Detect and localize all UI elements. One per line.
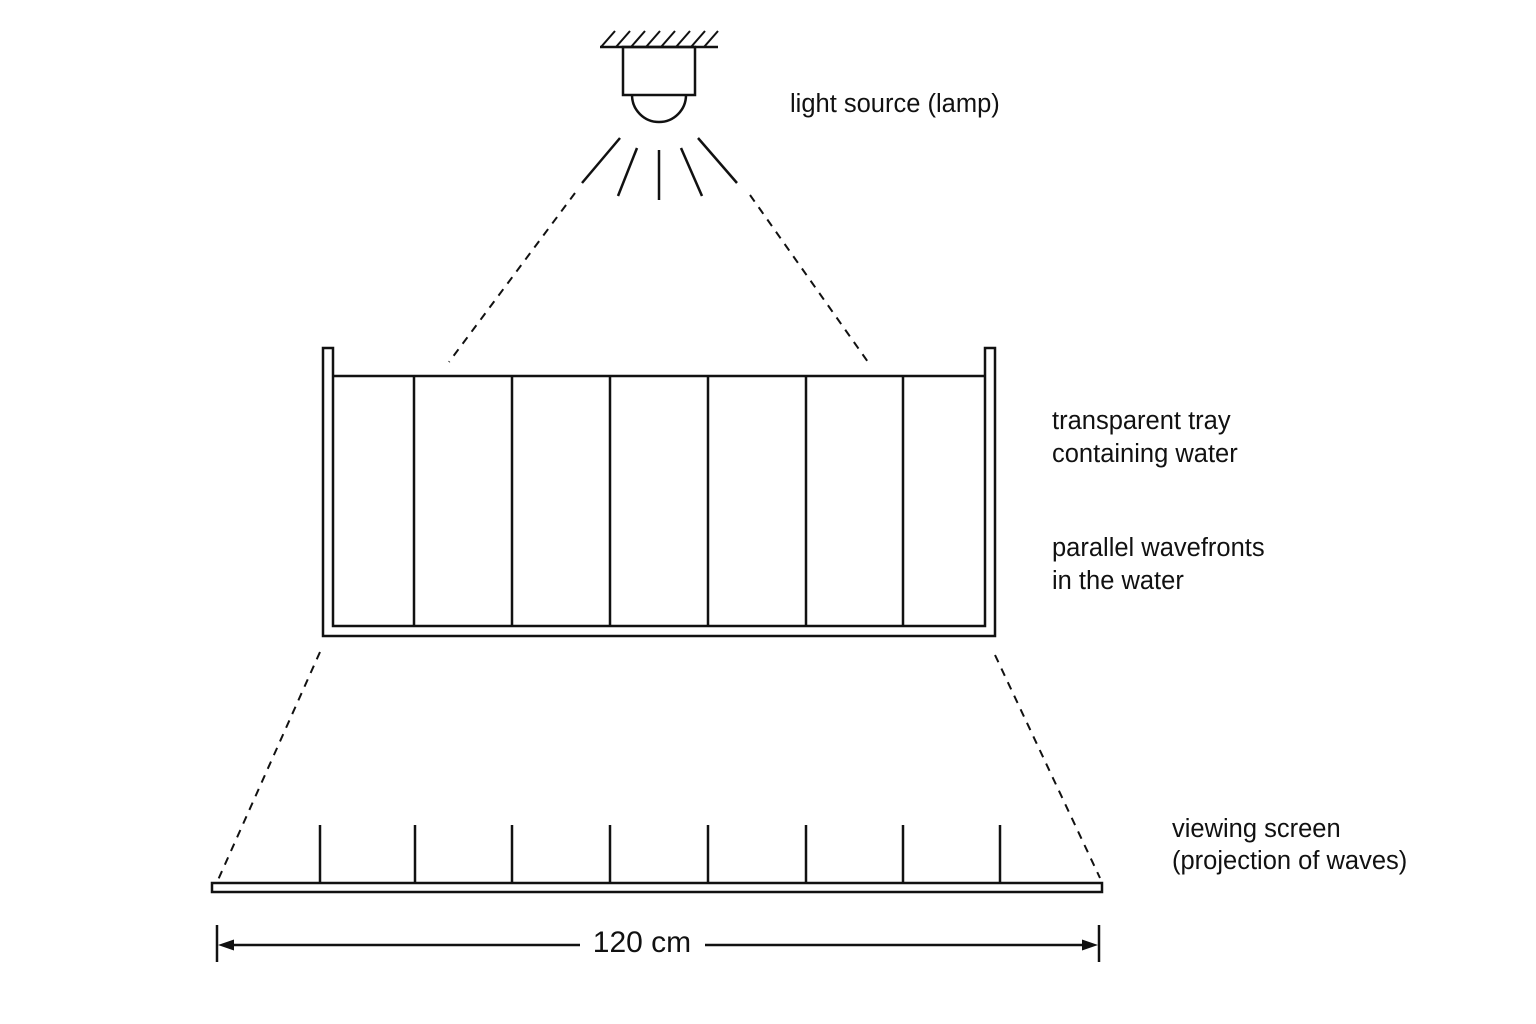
screen-label-line2: (projection of waves) xyxy=(1172,847,1407,875)
ceiling-hatch xyxy=(615,30,631,48)
screen-label-line1: viewing screen xyxy=(1172,815,1341,843)
light-source-label: light source (lamp) xyxy=(790,90,1000,118)
tray-outline xyxy=(321,346,997,638)
dimension-line xyxy=(215,925,1101,962)
light-ray xyxy=(581,137,621,184)
projection-cone-left xyxy=(217,651,321,881)
ceiling-hatch xyxy=(630,30,646,48)
ceiling-hatch xyxy=(660,30,676,48)
arrowhead-left-icon xyxy=(218,939,234,951)
ceiling-hatch xyxy=(600,30,616,48)
lamp-bulb xyxy=(630,94,688,124)
ceiling-hatch xyxy=(675,30,691,48)
tray-label-line2: containing water xyxy=(1052,440,1238,468)
wavefronts-label-line1: parallel wavefronts xyxy=(1052,534,1265,562)
light-ray xyxy=(697,137,738,184)
light-cone-right xyxy=(749,194,869,363)
tray-label-line1: transparent tray xyxy=(1052,407,1231,435)
arrowhead-right-icon xyxy=(1082,939,1098,951)
lamp-housing xyxy=(621,45,697,97)
ceiling-hatch xyxy=(645,30,661,48)
water-tray xyxy=(321,346,997,638)
viewing-screen xyxy=(210,825,1104,894)
light-ray xyxy=(679,147,704,197)
ceiling-hatch xyxy=(703,30,719,48)
screen-surface xyxy=(210,881,1104,894)
ceiling-hatch xyxy=(690,30,706,48)
light-rays xyxy=(581,137,738,200)
lamp xyxy=(621,45,697,124)
wavefronts-label-line2: in the water xyxy=(1052,567,1184,595)
projection-cone-right xyxy=(994,654,1101,879)
light-ray xyxy=(616,147,639,197)
dimension-label: 120 cm xyxy=(593,926,691,959)
ceiling-mount xyxy=(600,30,719,49)
light-cone-left xyxy=(448,192,576,363)
